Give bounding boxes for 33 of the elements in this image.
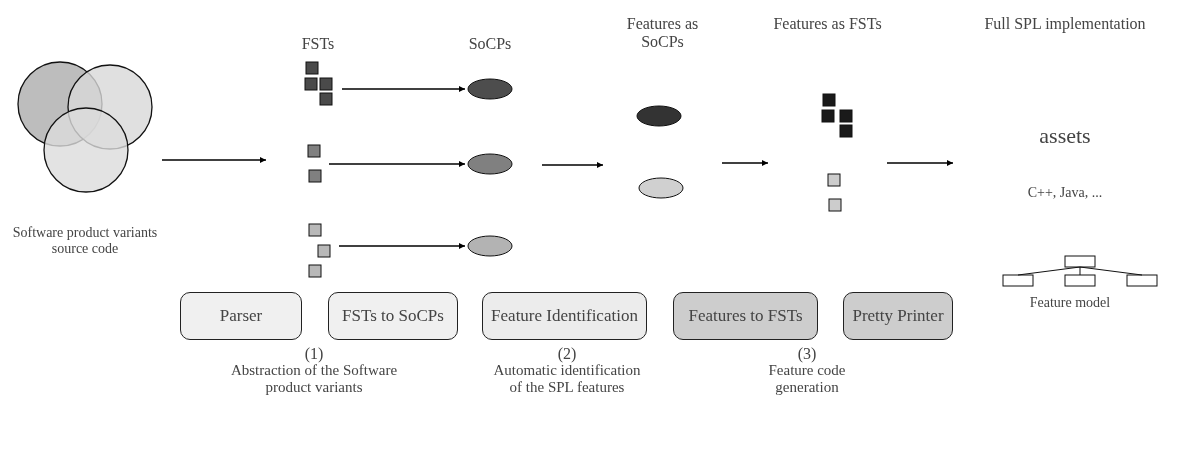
arrow (338, 243, 466, 249)
output-label: assets (1038, 123, 1092, 149)
column-heading: Features as FSTs (772, 15, 883, 34)
caption-text: Software product variants source code (11, 225, 159, 258)
process-box: FSTs to SoCPs (328, 292, 458, 340)
column-heading: Features as SoCPs (625, 15, 700, 52)
arrow (341, 86, 466, 92)
ellipse-shape (467, 235, 513, 257)
caption-text: Feature model (1028, 295, 1112, 312)
step-number: (1) (303, 345, 325, 364)
step-number: (3) (796, 345, 818, 364)
arrow (541, 162, 604, 168)
ellipse-shape (636, 105, 682, 127)
ellipse-shape (638, 177, 684, 199)
tree-diagram-icon (1000, 255, 1160, 287)
step-number: (2) (556, 345, 578, 364)
process-box: Features to FSTs (673, 292, 818, 340)
process-box: Feature Identification (482, 292, 647, 340)
ellipse-shape (467, 78, 513, 100)
column-heading: Full SPL implementation (983, 15, 1147, 34)
arrow (328, 161, 466, 167)
arrow (721, 160, 769, 166)
ellipse-shape (467, 153, 513, 175)
column-heading: SoCPs (467, 35, 513, 54)
language-list: C++, Java, ... (955, 185, 1175, 202)
process-box: Pretty Printer (843, 292, 953, 340)
process-box: Parser (180, 292, 302, 340)
step-description: Feature code generation (767, 362, 847, 397)
arrow (161, 157, 267, 163)
step-description: Automatic identification of the SPL features (492, 362, 642, 397)
column-heading: FSTs (300, 35, 336, 54)
arrow (886, 160, 954, 166)
step-description: Abstraction of the Software product variants (229, 362, 399, 397)
